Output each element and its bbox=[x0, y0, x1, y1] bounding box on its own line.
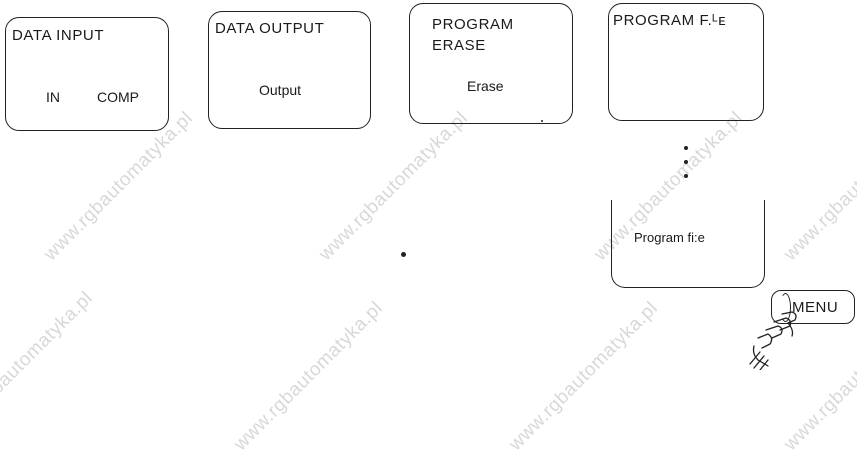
softkey-program-erase-title-line1: PROGRAM bbox=[432, 16, 514, 33]
softkey-program-file-title: PROGRAM F.ᴸᴇ bbox=[613, 12, 727, 29]
program-file-label: Program fi:e bbox=[634, 230, 705, 245]
watermark-text: www.rgbautomatyka.pl bbox=[505, 297, 663, 455]
watermark-text: www.rgbautomatyka.pl bbox=[230, 297, 388, 455]
softkey-data-output[interactable]: DATA OUTPUT Output bbox=[208, 11, 371, 129]
softkey-in-label: IN bbox=[46, 89, 60, 105]
ellipsis-dot bbox=[684, 174, 688, 178]
softkey-program-file[interactable]: PROGRAM F.ᴸᴇ bbox=[608, 3, 764, 121]
softkey-data-input-title: DATA INPUT bbox=[12, 27, 105, 44]
program-file-panel: Program fi:e bbox=[611, 200, 765, 288]
watermark-text: www.rgbautomatyka.pl bbox=[0, 287, 98, 445]
watermark-text: www.rgbautomatyka.pl bbox=[315, 107, 473, 265]
softkey-data-output-title: DATA OUTPUT bbox=[215, 20, 325, 37]
softkey-program-erase[interactable]: PROGRAM ERASE Erase bbox=[409, 3, 573, 124]
softkey-comp-label: COMP bbox=[97, 89, 139, 105]
watermark-text: www.rgbautomatyka.pl bbox=[780, 107, 857, 265]
softkey-output-label: Output bbox=[259, 82, 302, 98]
stray-dot bbox=[401, 252, 406, 257]
pointing-hand-icon bbox=[749, 311, 797, 370]
watermark-text: www.rgbautomatyka.pl bbox=[40, 107, 198, 265]
menu-key-label: MENU bbox=[792, 299, 839, 316]
stray-dot bbox=[541, 120, 543, 122]
softkey-erase-label: Erase bbox=[467, 78, 504, 94]
softkey-data-input[interactable]: DATA INPUT IN COMP bbox=[5, 17, 169, 131]
ellipsis-dot bbox=[684, 160, 688, 164]
softkey-program-erase-title-line2: ERASE bbox=[432, 37, 486, 54]
ellipsis-dot bbox=[684, 146, 688, 150]
